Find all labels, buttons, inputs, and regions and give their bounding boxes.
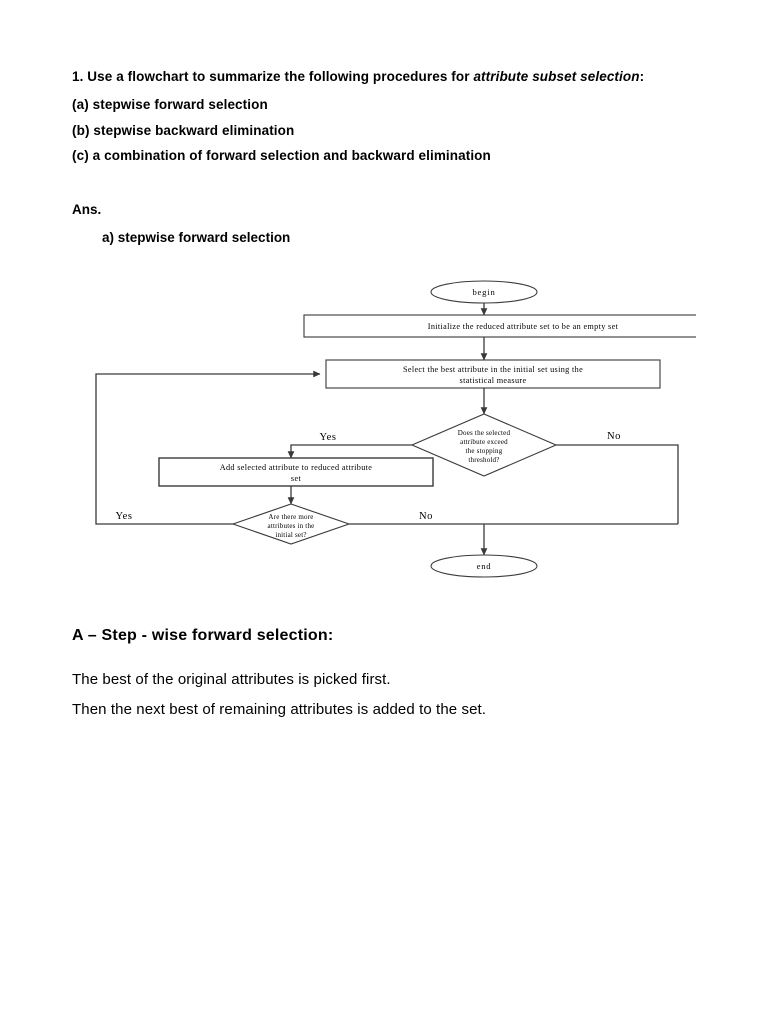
question-item-a: (a) stepwise forward selection: [72, 97, 268, 112]
flow-edge-label-decision1-no: No: [607, 431, 621, 442]
question-intro-part1: 1. Use a flowchart to summarize the foll…: [72, 69, 474, 84]
flow-node-add-line2: set: [291, 474, 302, 483]
flow-node-select-best-attribute: Select the best attribute in the initial…: [325, 359, 661, 389]
flow-node-initialize: Initialize the reduced attribute set to …: [303, 314, 696, 338]
explanation-heading: A – Step - wise forward selection:: [72, 627, 334, 644]
question-item-c: (c) a combination of forward selection a…: [72, 148, 491, 163]
flow-node-add-line1: Add selected attribute to reduced attrib…: [220, 463, 373, 472]
flow-edge-decision1-no: [556, 444, 679, 524]
question-section: 1. Use a flowchart to summarize the foll…: [72, 62, 696, 248]
explanation-section: A – Step - wise forward selection: The b…: [72, 624, 696, 725]
flow-node-decision1-line1: Does the selected: [458, 429, 511, 437]
explanation-line-2: Then the next best of remaining attribut…: [72, 701, 487, 718]
flow-node-decision2-line3: initial set?: [275, 531, 306, 539]
flow-node-decision-stopping-threshold: Does the selected attribute exceed the s…: [410, 413, 558, 477]
question-intro-italic: attribute subset selection: [473, 69, 640, 84]
flowchart: begin Initialize the reduced attribute s…: [86, 272, 696, 590]
explanation-body: The best of the original attributes is p…: [72, 665, 696, 725]
flow-node-select-line2: statistical measure: [460, 376, 527, 385]
flow-node-decision1-line3: the stopping: [466, 447, 503, 455]
question-intro: 1. Use a flowchart to summarize the foll…: [72, 62, 696, 92]
flow-node-begin: begin: [430, 280, 538, 304]
explanation-line-1: The best of the original attributes is p…: [72, 671, 391, 688]
flow-node-decision1-line2: attribute exceed: [460, 438, 508, 446]
flow-node-initialize-label: Initialize the reduced attribute set to …: [428, 322, 619, 331]
flow-node-decision2-line1: Are there more: [268, 513, 313, 521]
question-items: (a) stepwise forward selection (b) stepw…: [72, 92, 696, 169]
flow-node-select-line1: Select the best attribute in the initial…: [403, 365, 583, 374]
flow-node-decision-more-attributes: Are there more attributes in the initial…: [231, 503, 351, 545]
question-intro-part2: :: [639, 69, 645, 84]
flow-edge-decision1-yes: [287, 444, 412, 459]
flow-edge-label-decision2-yes: Yes: [115, 511, 132, 522]
flow-edge-decision2-yes: [95, 370, 321, 525]
flow-node-begin-label: begin: [472, 287, 495, 297]
flow-node-end: end: [430, 554, 538, 578]
flow-node-decision2-line2: attributes in the: [268, 522, 315, 530]
flow-edge-label-decision2-no: No: [419, 511, 433, 522]
flow-node-decision1-line4: threshold?: [468, 456, 499, 464]
answer-label: Ans.: [72, 201, 102, 217]
flow-edge-label-decision1-yes: Yes: [319, 432, 336, 443]
flow-node-end-label: end: [477, 561, 492, 571]
flow-node-add-selected-attribute: Add selected attribute to reduced attrib…: [158, 457, 434, 487]
question-item-b: (b) stepwise backward elimination: [72, 122, 295, 138]
answer-sub-item: a) stepwise forward selection: [102, 229, 291, 245]
